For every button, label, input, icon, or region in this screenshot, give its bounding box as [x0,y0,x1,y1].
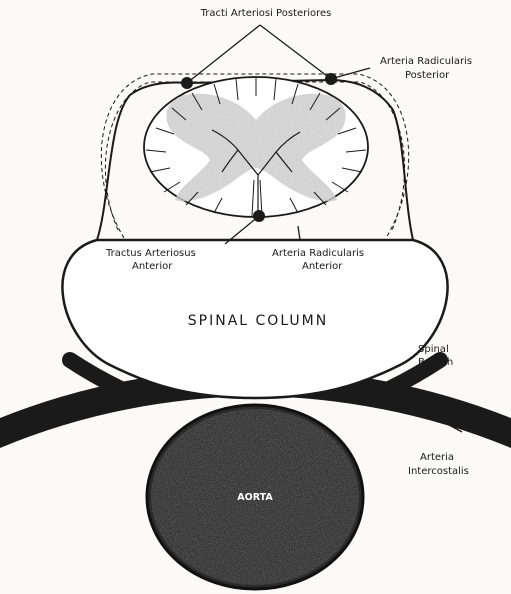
label-spinal-branch-1: Spinal [418,344,449,355]
label-arteria-intercostalis-1: Arteria [420,452,454,463]
label-arteria-radicularis-posterior-2: Posterior [405,70,450,81]
label-spinal-column: SPINAL COLUMN [188,313,328,329]
label-arteria-radicularis-anterior-2: Anterior [302,261,343,272]
label-arteria-radicularis-posterior-1: Arteria Radicularis [380,56,472,67]
label-arteria-intercostalis-2: Intercostalis [408,466,469,477]
label-tractus-arteriosus-anterior-1: Tractus Arteriosus [105,248,196,259]
label-arteria-radicularis-anterior-1: Arteria Radicularis [272,248,364,259]
label-tractus-arteriosus-anterior-2: Anterior [132,261,173,272]
label-tracti-arteriosi-posteriores: Tracti Arteriosi Posteriores [200,8,332,19]
label-spinal-branch-2: Branch [418,357,453,368]
label-aorta: AORTA [237,492,273,503]
